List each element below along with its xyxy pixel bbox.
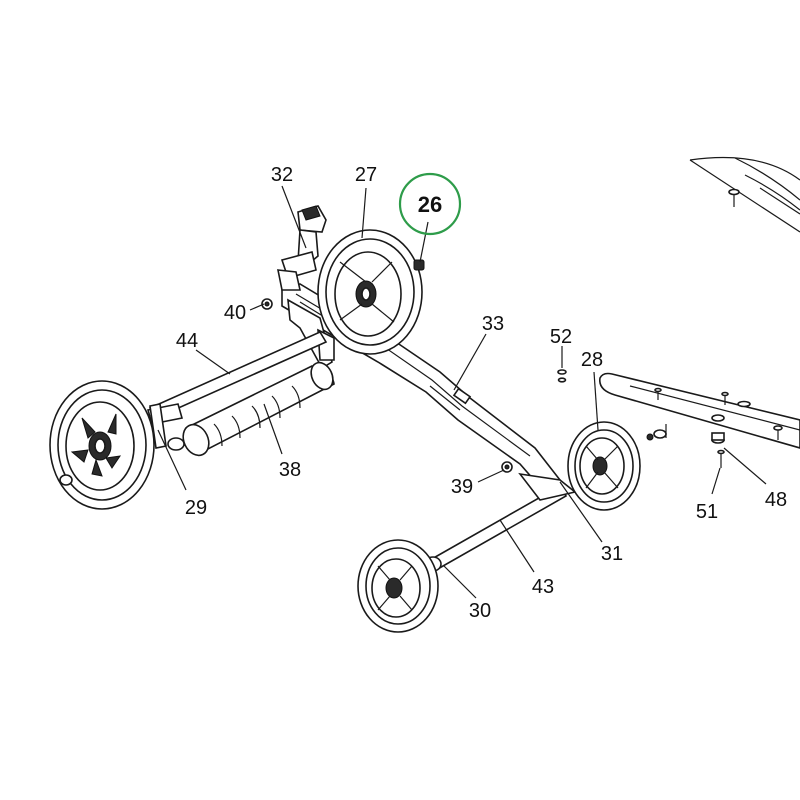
- label-part-43: 43: [532, 576, 554, 598]
- highlight-circle: [398, 172, 462, 236]
- label-part-38: 38: [279, 459, 301, 481]
- rear-wheel-left: [49, 380, 155, 510]
- roller: [167, 361, 335, 457]
- label-part-26: 26: [418, 192, 442, 217]
- part-labels: 26 27 32 40 44 33 52 28 38 29 39 31 43 3…: [176, 164, 787, 622]
- washer-39: [501, 461, 513, 473]
- label-part-52: 52: [550, 326, 572, 348]
- label-part-48: 48: [765, 489, 787, 511]
- label-part-40: 40: [224, 302, 246, 324]
- label-part-31: 31: [601, 543, 623, 565]
- height-lever: [277, 205, 327, 291]
- label-part-30: 30: [469, 600, 491, 622]
- front-wheel-right: [567, 421, 641, 511]
- mower-deck-fragment: [689, 156, 800, 233]
- label-part-44: 44: [176, 330, 198, 352]
- leader-lines: [157, 185, 767, 599]
- front-wheel-left: [357, 539, 439, 633]
- label-part-32: 32: [271, 164, 293, 186]
- label-part-28: 28: [581, 349, 603, 371]
- rear-wheel-right: [317, 229, 423, 355]
- screw-51: [717, 449, 725, 468]
- label-part-33: 33: [482, 313, 504, 335]
- blade: [598, 372, 800, 449]
- label-part-51: 51: [696, 501, 718, 523]
- label-part-29: 29: [185, 497, 207, 519]
- nut-26: [413, 259, 425, 271]
- label-part-39: 39: [451, 476, 473, 498]
- label-part-27: 27: [355, 164, 377, 186]
- front-axle: [424, 472, 577, 572]
- washer-40: [261, 298, 273, 310]
- washer-52: [557, 369, 567, 383]
